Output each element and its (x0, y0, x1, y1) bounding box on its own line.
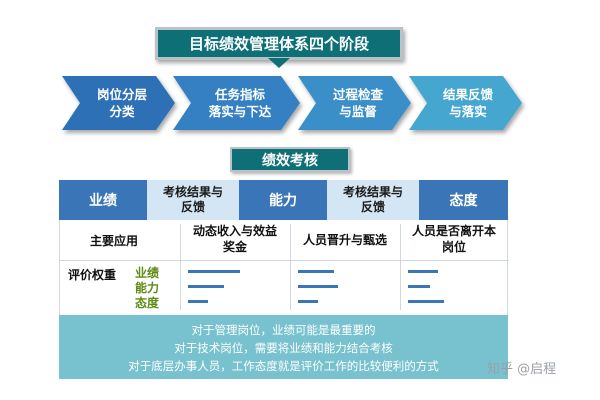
weight-item-ability: 能力 (135, 281, 160, 295)
column-divider (400, 224, 401, 310)
stage-2-label: 任务指标 落实与下达 (208, 87, 272, 119)
stage-1-chevron (62, 76, 175, 130)
header-performance: 业绩 (59, 180, 147, 220)
main-application-performance: 动态收入与效益 奖金 (192, 224, 277, 254)
row-divider (60, 260, 509, 261)
weight-bar (188, 300, 208, 303)
stage-1-label: 岗位分层 分类 (96, 87, 147, 119)
watermark: 知乎 @启程 (487, 362, 557, 377)
stage-4-label: 结果反馈 与落实 (442, 87, 493, 119)
weight-bar (298, 285, 338, 288)
title-pointer-arrow (268, 58, 290, 68)
header-feedback-2: 考核结果与 反馈 (327, 180, 419, 220)
appraisal-header-row: 业绩 考核结果与 反馈 能力 考核结果与 反馈 态度 (59, 180, 508, 220)
weight-bar (298, 270, 334, 273)
weight-bar (408, 270, 438, 273)
performance-section-title: 绩效考核 (230, 147, 350, 172)
stage-3-chevron (298, 76, 411, 130)
diagram-title: 目标绩效管理体系四个阶段 (155, 27, 403, 60)
note-line-staff: 对于底层办事人员，工作态度就是评价工作的比较便利的方式 (128, 359, 439, 373)
header-attitude: 态度 (419, 180, 508, 220)
note-line-technical: 对于技术岗位，需要将业绩和能力结合考核 (174, 341, 393, 355)
weight-bar (408, 300, 444, 303)
weight-item-attitude: 态度 (135, 296, 160, 310)
stage-3-label: 过程检查 与监督 (332, 87, 383, 119)
stage-4-chevron (409, 76, 522, 130)
weight-bar (298, 300, 318, 303)
weight-bar (188, 285, 224, 288)
appraisal-table: 主要应用 动态收入与效益 奖金 人员晋升与甄选 人员是否离开本 岗位 评价权重 … (59, 220, 509, 315)
main-application-label: 主要应用 (90, 234, 139, 248)
main-application-attitude: 人员是否离开本 岗位 (411, 224, 496, 254)
weight-item-performance: 业绩 (135, 266, 160, 280)
column-divider (180, 224, 181, 310)
evaluation-weight-label: 评价权重 (68, 268, 117, 282)
stage-2-chevron (173, 76, 300, 130)
weight-bar (188, 270, 240, 273)
note-line-management: 对于管理岗位，业绩可能是最重要的 (191, 323, 376, 337)
header-ability: 能力 (239, 180, 327, 220)
weight-bar (408, 285, 430, 288)
header-feedback-1: 考核结果与 反馈 (147, 180, 239, 220)
note-box: 对于管理岗位，业绩可能是最重要的 对于技术岗位，需要将业绩和能力结合考核 对于底… (59, 315, 508, 379)
main-application-ability: 人员晋升与甄选 (302, 233, 387, 247)
column-divider (290, 224, 291, 310)
